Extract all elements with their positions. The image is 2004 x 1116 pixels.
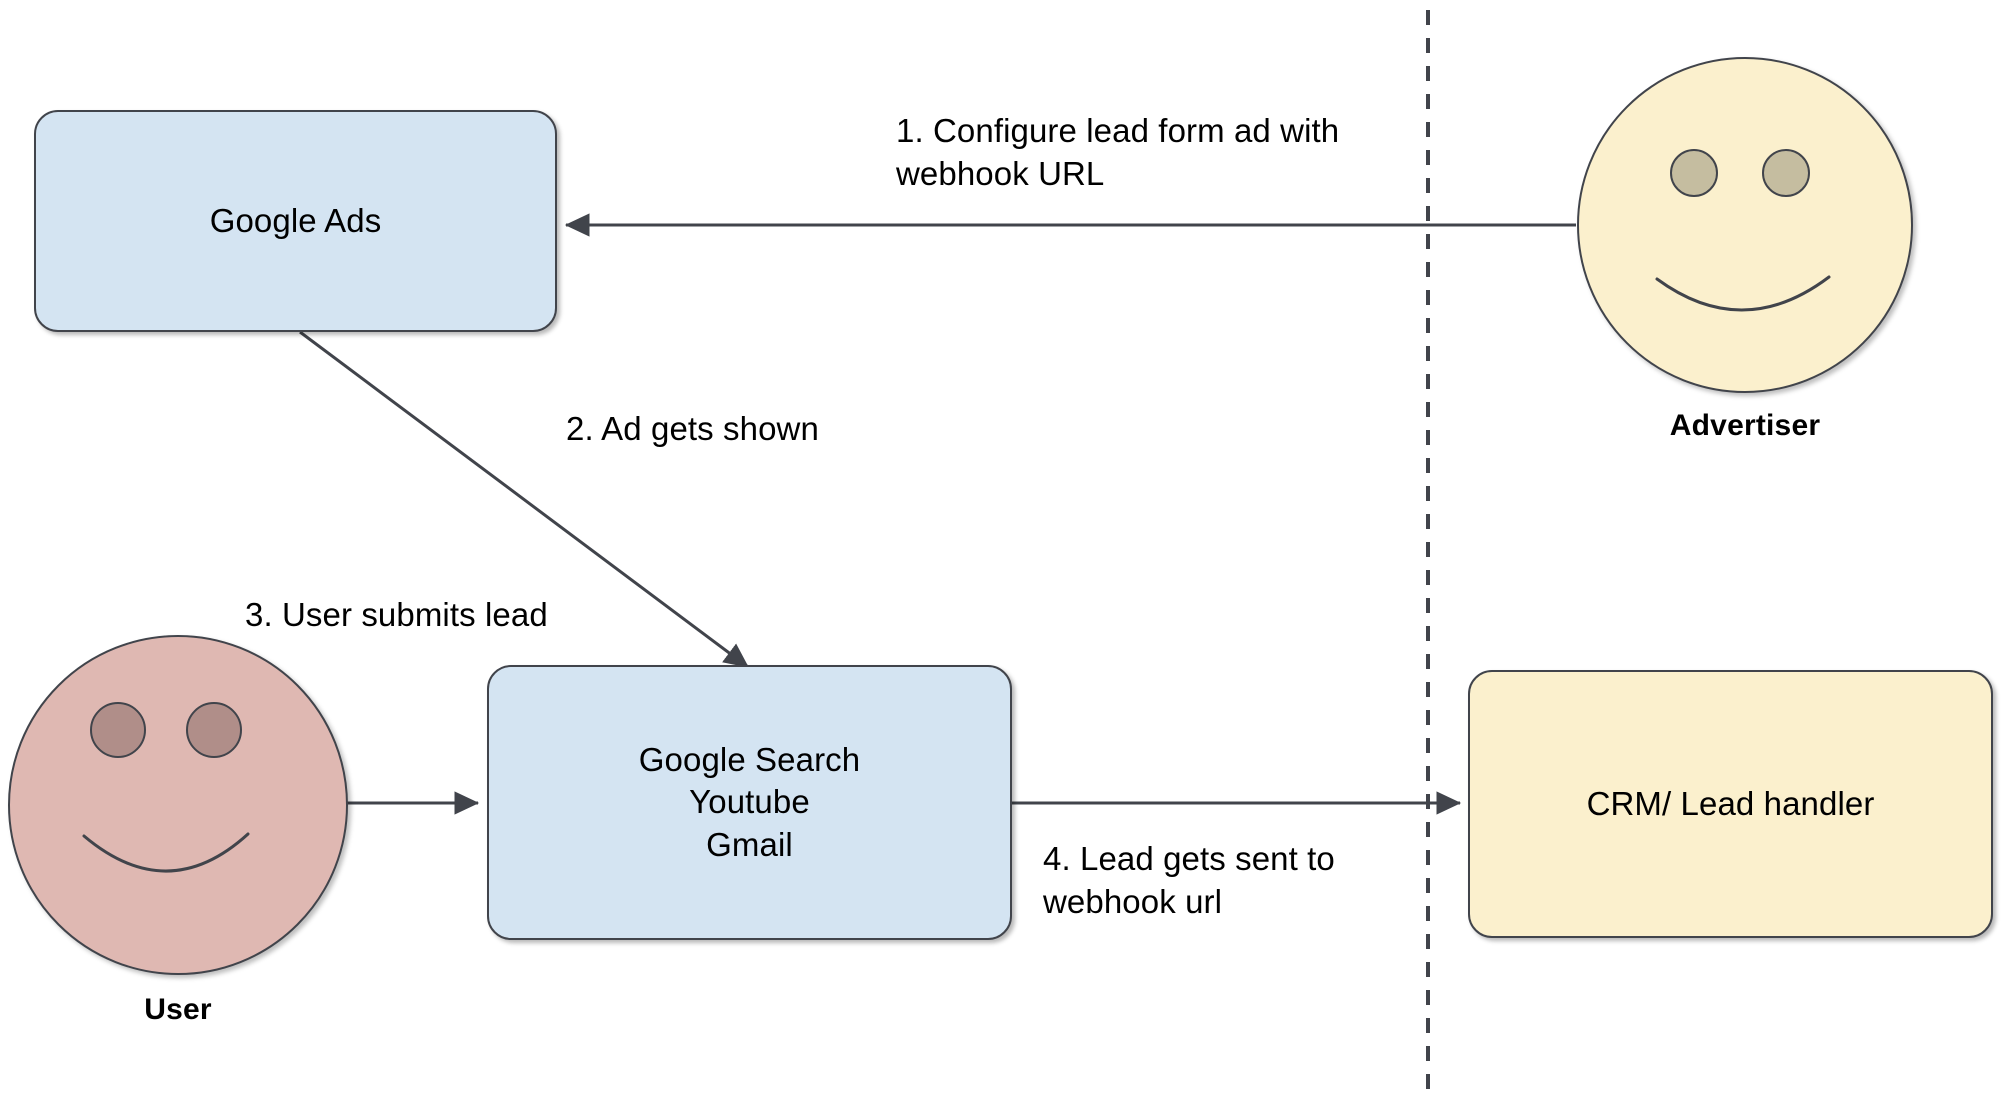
node-crm-lead-handler-label: CRM/ Lead handler <box>1586 784 1875 822</box>
node-google-properties-label: Google Search Youtube Gmail <box>638 741 861 863</box>
user-right-eye-icon <box>186 702 242 758</box>
advertiser-face-features <box>1655 149 1831 312</box>
actor-advertiser-caption: Advertiser <box>1669 409 1821 442</box>
advertiser-face-circle <box>1577 57 1913 393</box>
actor-advertiser[interactable]: Advertiser <box>1577 57 1913 457</box>
step-3-label: 3. User submits lead <box>245 596 548 633</box>
step-1-label: 1. Configure lead form ad with webhook U… <box>896 112 1340 192</box>
step-2-label: 2. Ad gets shown <box>566 410 819 447</box>
node-google-ads-label: Google Ads <box>209 201 382 239</box>
actor-user-caption: User <box>144 993 212 1026</box>
step-4-label: 4. Lead gets sent to webhook url <box>1043 840 1335 920</box>
advertiser-smile-icon <box>1655 275 1831 312</box>
user-face-circle <box>8 635 348 975</box>
advertiser-right-eye-icon <box>1762 149 1810 197</box>
user-face-features <box>82 702 250 873</box>
user-smile-icon <box>82 832 250 873</box>
actor-user[interactable]: User <box>8 635 348 1035</box>
node-google-ads[interactable]: Google Ads <box>34 110 557 332</box>
node-google-properties[interactable]: Google Search Youtube Gmail <box>487 665 1012 940</box>
user-left-eye-icon <box>90 702 146 758</box>
advertiser-left-eye-icon <box>1670 149 1718 197</box>
node-crm-lead-handler[interactable]: CRM/ Lead handler <box>1468 670 1993 938</box>
